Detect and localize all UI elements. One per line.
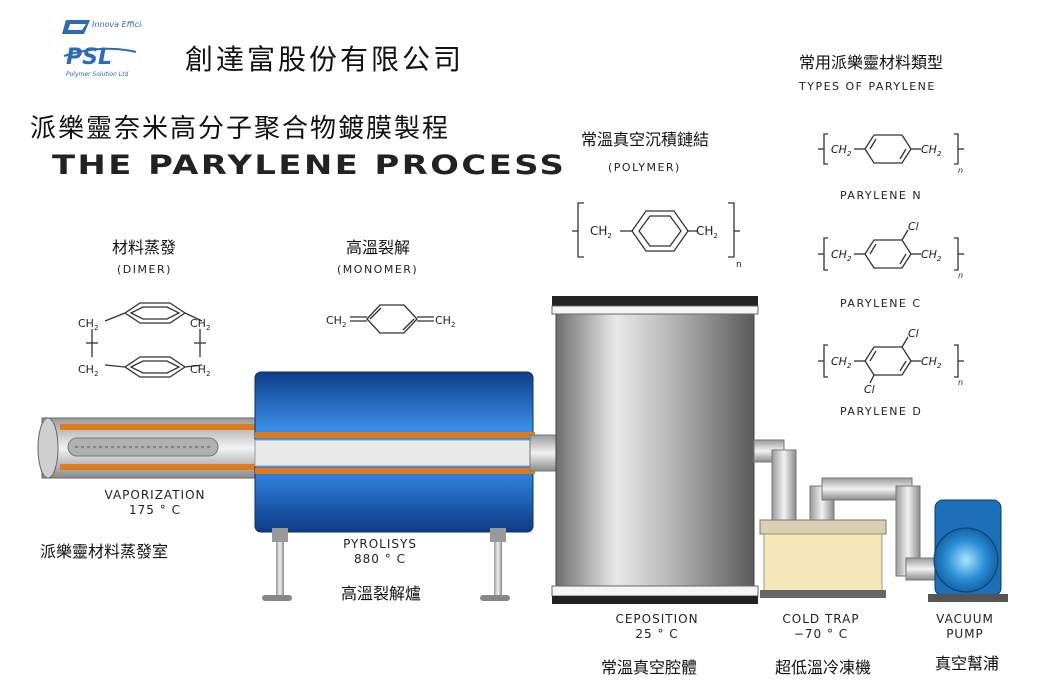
svg-text:CH2: CH2 — [190, 317, 210, 332]
title-en: THE PARYLENE PROCESS — [52, 150, 567, 181]
dimer-ch2-1: CH — [78, 317, 94, 330]
vaporization-label-2: 175 ° C — [129, 503, 181, 517]
pc-cl: Cl — [908, 220, 919, 233]
pyrolysis-label-zh: 高溫裂解爐 — [341, 584, 422, 603]
cold-trap-label-1: COLD TRAP — [782, 612, 860, 626]
parylene-d-structure: CH2 CH2 Cl Cl n — [818, 327, 964, 396]
type-parylene-d: PARYLENE D — [840, 405, 923, 418]
polymer-label-en: (POLYMER) — [608, 161, 681, 174]
vacuum-label-1: VACUUM — [936, 612, 994, 626]
logo-graphic: Innova Efficiency PSL Polymer Solution L… — [62, 20, 161, 78]
dimer-sub-3: 2 — [94, 370, 98, 378]
polymer-structure: CH2 CH2 n — [572, 202, 742, 270]
pd-sub-2: 2 — [937, 362, 942, 370]
dimer-ch2-4: CH — [190, 363, 206, 376]
dimer-structure: CH2 CH2 CH2 CH2 — [78, 302, 210, 378]
svg-text:CH2: CH2 — [190, 363, 210, 378]
pd-sub-1: 2 — [847, 362, 852, 370]
svg-text:CH2: CH2 — [921, 248, 942, 263]
pc-n: n — [958, 271, 963, 280]
polymer-ch2-2: CH — [696, 224, 713, 238]
logo-sub: Polymer Solution Ltd — [66, 71, 128, 78]
deposition-label-zh: 常溫真空腔體 — [601, 658, 698, 677]
vaporization-chamber — [37, 417, 263, 479]
dimer-ch2-2: CH — [190, 317, 206, 330]
pd-ch2-1: CH — [831, 355, 847, 368]
dimer-sub-1: 2 — [94, 324, 98, 332]
cold-trap-label-2: −70 ° C — [793, 627, 849, 641]
pn-ch2-1: CH — [831, 143, 847, 156]
svg-text:CH2: CH2 — [78, 317, 98, 332]
monomer-label-zh: 高溫裂解 — [346, 238, 411, 257]
dimer-ch2-3: CH — [78, 363, 94, 376]
svg-text:CH2: CH2 — [831, 248, 852, 263]
polymer-n: n — [736, 260, 742, 270]
dimer-sub-2: 2 — [206, 324, 210, 332]
pc-ch2-2: CH — [921, 248, 937, 261]
deposition-label-1: CEPOSITION — [615, 612, 699, 626]
pd-ch2-2: CH — [921, 355, 937, 368]
svg-text:CH2: CH2 — [921, 355, 942, 370]
dimer-label-zh: 材料蒸發 — [112, 238, 177, 257]
polymer-label-zh: 常溫真空沉積鏈結 — [581, 130, 710, 149]
parylene-c-structure: CH2 CH2 Cl n — [818, 220, 964, 280]
vacuum-pump — [928, 499, 1008, 602]
pyrolysis-furnace — [254, 371, 561, 601]
dimer-label-en: (DIMER) — [117, 263, 172, 276]
pn-sub-1: 2 — [847, 150, 852, 158]
vaporization-label-1: VAPORIZATION — [104, 488, 206, 502]
monomer-label-en: (MONOMER) — [337, 263, 419, 276]
svg-text:CH2: CH2 — [921, 143, 942, 158]
svg-text:CH2: CH2 — [78, 363, 98, 378]
monomer-sub-1: 2 — [342, 321, 346, 329]
pyrolysis-label-1: PYROLISYS — [343, 537, 417, 551]
pd-cl-1: Cl — [908, 327, 919, 340]
svg-text:CH2: CH2 — [435, 314, 455, 329]
pn-n: n — [958, 166, 963, 175]
pyrolysis-label-2: 880 ° C — [354, 552, 406, 566]
types-label-zh: 常用派樂靈材料類型 — [799, 53, 944, 72]
svg-text:CH2: CH2 — [326, 314, 346, 329]
pc-sub-2: 2 — [937, 255, 942, 263]
svg-text:CH2: CH2 — [590, 224, 612, 240]
dimer-sub-4: 2 — [206, 370, 210, 378]
monomer-ch2-1: CH — [326, 314, 342, 327]
monomer-ch2-2: CH — [435, 314, 451, 327]
deposition-chamber — [551, 296, 759, 604]
equipment-diagram — [37, 296, 1008, 604]
cold-trap — [759, 519, 887, 598]
vacuum-label-zh: 真空幫浦 — [935, 654, 1000, 673]
pipe-system — [753, 439, 947, 581]
deposition-label-2: 25 ° C — [635, 627, 679, 641]
polymer-ch2-1: CH — [590, 224, 607, 238]
pc-ch2-1: CH — [831, 248, 847, 261]
svg-text:CH2: CH2 — [831, 355, 852, 370]
monomer-sub-2: 2 — [451, 321, 455, 329]
type-parylene-c: PARYLENE C — [840, 297, 922, 310]
pc-sub-1: 2 — [847, 255, 852, 263]
logo-top-text: Innova Efficiency — [92, 20, 142, 29]
polymer-sub-1: 2 — [607, 232, 611, 240]
cold-trap-label-zh: 超低溫冷凍機 — [775, 658, 872, 677]
pn-ch2-2: CH — [921, 143, 937, 156]
svg-text:CH2: CH2 — [831, 143, 852, 158]
pd-cl-2: Cl — [864, 383, 875, 396]
parylene-n-structure: CH2 CH2 n — [818, 133, 964, 175]
pn-sub-2: 2 — [937, 150, 942, 158]
pd-n: n — [958, 378, 963, 387]
company-name: 創達富股份有限公司 — [185, 43, 465, 76]
monomer-structure: CH2 CH2 — [326, 304, 455, 334]
types-label-en: TYPES OF PARYLENE — [799, 80, 936, 93]
polymer-sub-2: 2 — [713, 232, 717, 240]
company-logo: Innova Efficiency PSL Polymer Solution L… — [62, 16, 161, 80]
svg-text:CH2: CH2 — [696, 224, 718, 240]
vaporization-label-zh: 派樂靈材料蒸發室 — [40, 542, 169, 561]
title-zh: 派樂靈奈米高分子聚合物鍍膜製程 — [30, 114, 451, 144]
type-parylene-n: PARYLENE N — [840, 189, 923, 202]
vacuum-label-2: PUMP — [946, 627, 984, 641]
